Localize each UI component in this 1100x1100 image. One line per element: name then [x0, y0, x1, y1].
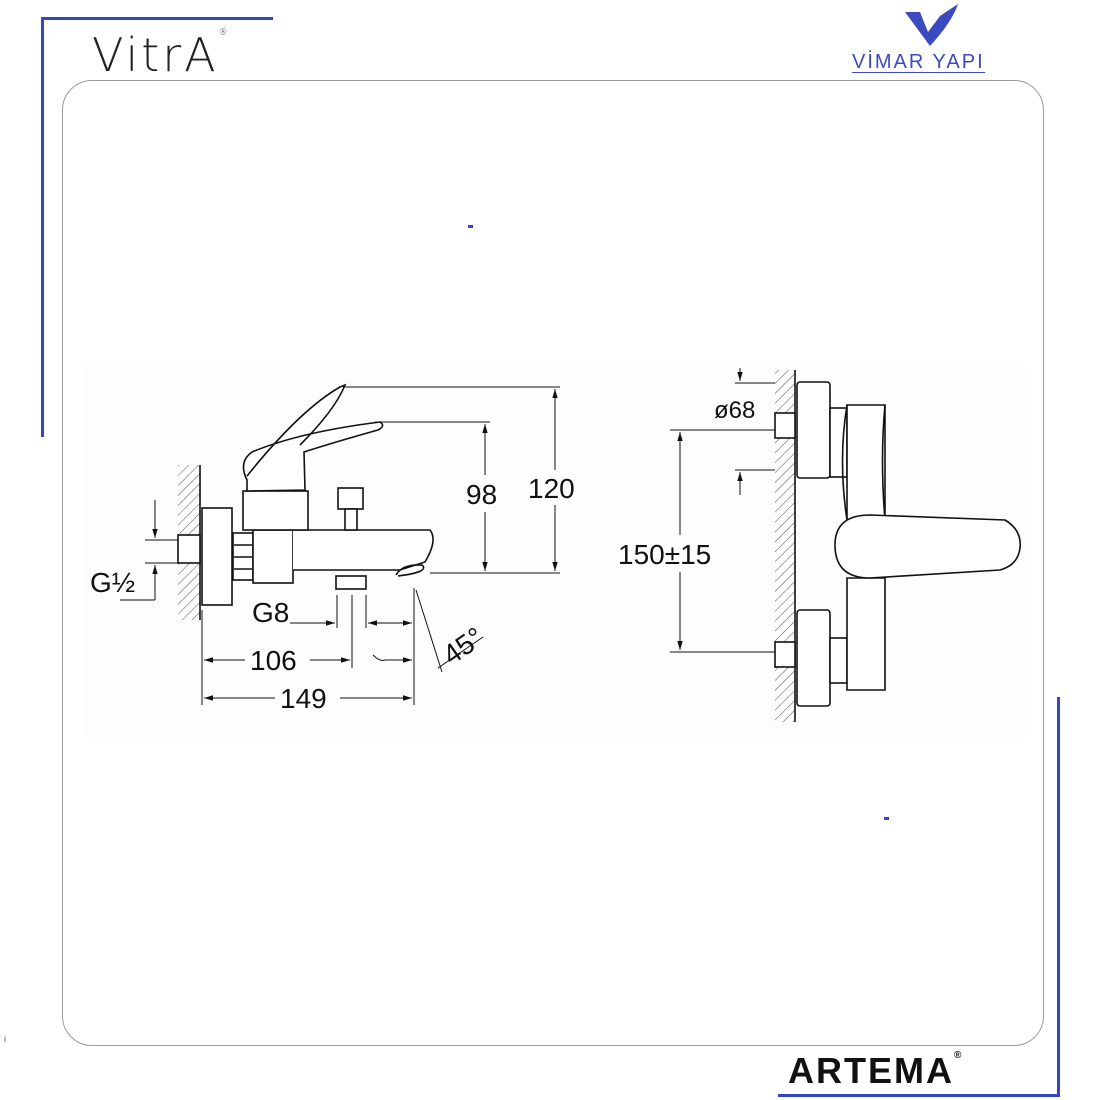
- lower-nut: [829, 637, 848, 684]
- wall-flange: [201, 507, 233, 606]
- front-dimensions: [670, 368, 775, 653]
- accent-dot: [468, 225, 473, 228]
- lower-flange: [796, 609, 831, 707]
- vimar-logo: VİMAR YAPI: [852, 51, 985, 73]
- dim-106: 106: [250, 645, 297, 676]
- cartridge: [242, 490, 309, 531]
- footnote: i: [4, 1034, 6, 1044]
- spout-tip: [395, 564, 425, 577]
- lever-oval: [834, 514, 1022, 579]
- valve-body: [252, 529, 294, 584]
- aerator: [335, 575, 367, 590]
- artema-logo: ARTEMA®: [788, 1050, 964, 1091]
- accent-line-bottom-right-v: [1057, 697, 1060, 1097]
- drawing-frame: [62, 80, 1044, 1046]
- dim-150: 150±15: [618, 539, 711, 570]
- accent-line-bottom-right-h: [778, 1094, 1060, 1097]
- upper-flange: [796, 381, 831, 479]
- thread-label: G½: [90, 567, 135, 598]
- inlet-pipe: [177, 534, 201, 564]
- diverter-knob: [337, 487, 364, 510]
- spout: [293, 529, 434, 571]
- accent-line-top-left-h: [41, 17, 273, 20]
- side-view: [177, 383, 434, 620]
- accent-line-top-left-v: [41, 17, 44, 437]
- front-view: [774, 370, 1022, 722]
- wall-hatch: [775, 370, 795, 722]
- dim-98: 98: [466, 479, 497, 510]
- accent-dot: [884, 817, 889, 820]
- diameter-68: ø68: [714, 397, 755, 424]
- vimar-logo-mark: [905, 4, 958, 46]
- dim-120: 120: [528, 473, 575, 504]
- side-dimensions: [120, 386, 560, 705]
- dim-149: 149: [280, 683, 327, 714]
- vitra-logo: VitrA®: [92, 28, 231, 82]
- outlet-thread-label: G8: [252, 597, 289, 628]
